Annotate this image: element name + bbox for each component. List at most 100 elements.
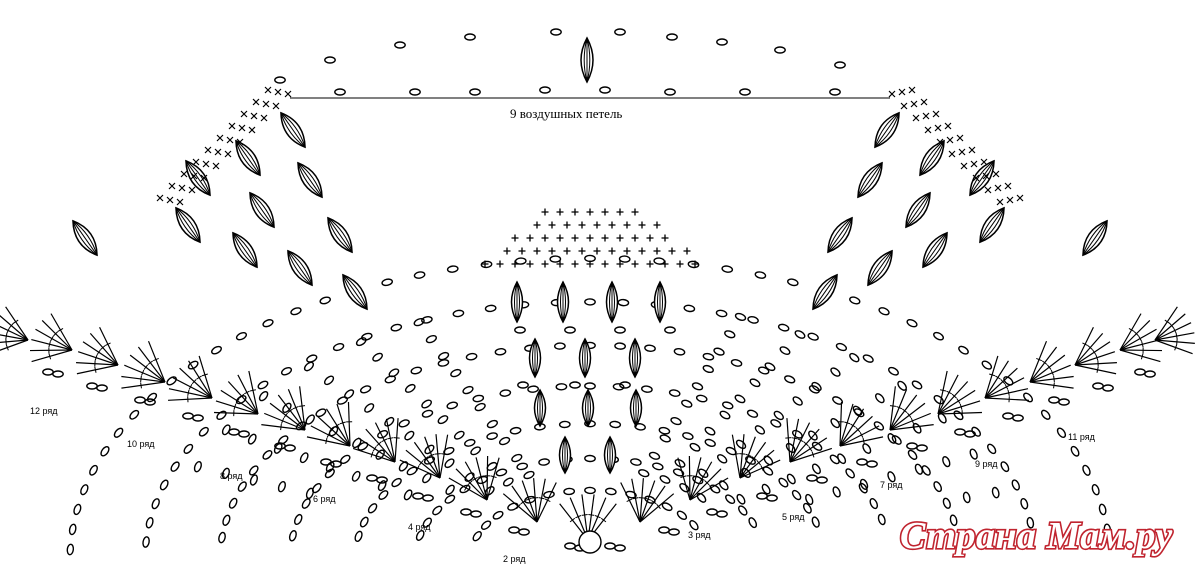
single-crochet-cross [623,221,631,229]
single-crochet-cross [631,234,639,242]
fan-tick [837,421,844,423]
fan-tick [49,335,54,342]
fan-stroke [1029,354,1066,383]
fan-tick [48,347,50,354]
leaf-stitch [857,161,883,199]
chain-loop [981,360,993,370]
chain-loop [756,492,768,500]
chain-loop [421,316,433,324]
fan-stroke [413,441,441,479]
single-crochet-cross [578,221,586,229]
fan-tick [326,432,331,438]
chain-loop [404,430,415,441]
chain-loop [887,471,896,483]
slip-stitch-cross [968,146,976,154]
chain-loop [716,454,728,464]
fan-stroke [533,478,538,523]
chain-loop [604,487,617,496]
chain-loop [470,446,481,456]
fan-stroke [639,478,644,523]
leaf-stitch [175,206,201,244]
leaf-stitch [297,161,323,199]
single-crochet-cross [571,260,579,268]
fan-stroke [325,408,351,447]
fan-stroke [41,319,73,351]
fan-tick [5,332,8,340]
fan-stroke [937,389,976,415]
chain-loop [658,526,670,534]
chain-loop [874,393,885,404]
fan-tick [53,331,59,337]
leaf-stitch [969,159,995,197]
chain-loop [1102,384,1114,392]
fan-tick [1046,364,1052,370]
chain-loop [384,375,397,384]
leaf-vein [827,217,853,253]
leaf-vein [827,217,853,253]
chain-loop [192,414,204,422]
chain-loop [962,491,971,504]
chain-loop [811,441,823,451]
chain-loop [446,401,459,410]
fan-tick [94,366,97,373]
chain-loop [315,408,327,418]
slip-stitch-cross [932,110,940,118]
leaf-vein [969,160,995,196]
fan-stitch [29,313,73,363]
chain-loop [361,332,373,341]
fan-stitch [785,418,833,463]
fan-tick [434,453,441,455]
chain-loop [472,394,485,403]
fan-stroke [937,370,948,415]
leaf-vein [516,281,520,323]
slip-stitch-cross [260,114,268,122]
chain-loop [942,456,951,468]
chain-loop [666,33,678,41]
single-crochet-cross [646,260,654,268]
chain-loop [702,364,714,374]
slip-stitch-cross [900,102,908,110]
chain-loop [969,448,978,460]
fan-tick [680,475,687,479]
fan-stroke [739,441,767,479]
slip-stitch-cross [166,196,174,204]
leaf-vein [634,338,638,378]
chain-loop [238,430,250,438]
fan-stroke [448,477,488,501]
fan-tick [961,410,963,417]
chain-loop [805,493,814,506]
fan-stroke [0,332,29,341]
chain-loop [691,382,704,391]
leaf-stitch [287,249,313,287]
leaf-stitch [249,191,275,229]
chain-loop [366,474,378,482]
slip-stitch-cross [984,186,992,194]
chain-loop [683,304,696,313]
chain-loop [738,505,748,516]
fan-stroke [1154,332,1195,341]
fan-stroke [0,322,29,341]
single-crochet-cross [556,208,564,216]
fan-tick [187,396,189,403]
slip-stitch-cross [236,138,244,146]
leaf-vein [342,274,368,310]
chain-loop [859,478,869,490]
leaf-stitch [533,388,547,428]
chain-loop [216,410,227,420]
fan-tick [1053,375,1055,383]
single-crochet-cross [541,208,549,216]
chain-loop [609,420,622,429]
fan-stroke [394,418,399,463]
row-label-5: 5 ряд [782,512,805,522]
chain-loop [166,376,177,386]
chain-loop [1000,461,1010,473]
chain-loop [584,486,596,495]
fan-stroke [1154,322,1192,341]
leaf-vein [249,192,275,228]
leaf-stitch [867,249,893,287]
leaf-stitch [235,139,261,177]
single-crochet-cross [571,234,579,242]
chain-loop [749,378,761,388]
chain-loop [1103,523,1112,536]
slip-stitch-cross [272,102,280,110]
